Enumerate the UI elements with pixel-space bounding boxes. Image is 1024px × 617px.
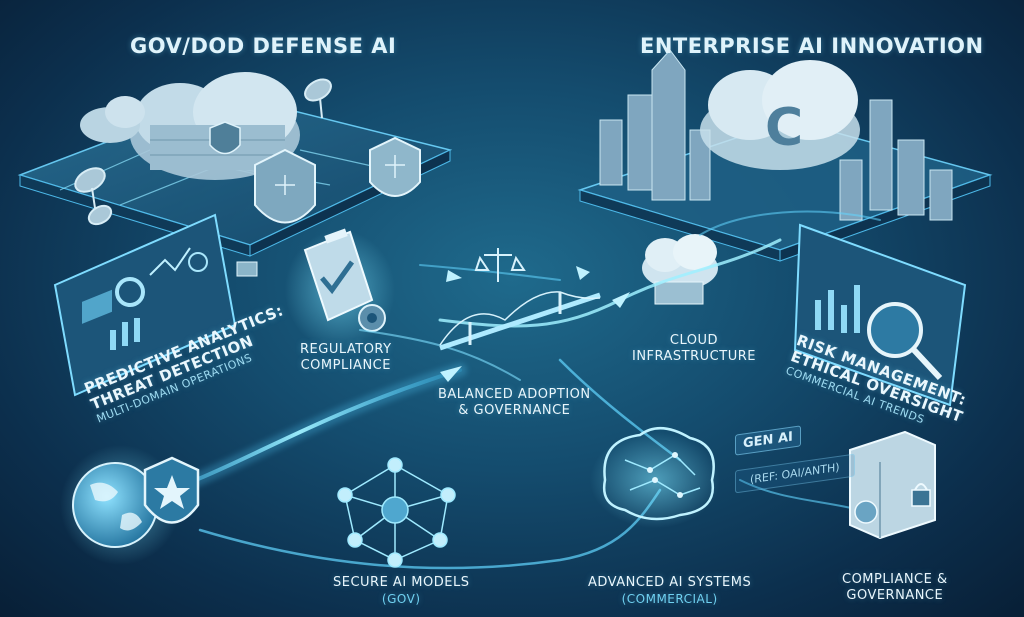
- satellite-dish-icon: [74, 78, 332, 226]
- gear-icon: [358, 304, 386, 332]
- chip-icon: [236, 261, 258, 277]
- shield-circuit-icon: [254, 136, 421, 224]
- cloud-line-1: CLOUD: [669, 333, 719, 348]
- cloud-c-logo-icon: C: [700, 60, 860, 170]
- cloud-server-icon: [642, 234, 718, 305]
- regulatory-line-2: COMPLIANCE: [300, 358, 391, 373]
- small-cloud-icon: [80, 96, 145, 143]
- magnifier-brain-icon: [793, 223, 967, 407]
- balanced-line-2: & GOVERNANCE: [458, 403, 571, 418]
- dashboard-chart-icon: [53, 213, 237, 397]
- secure-models-title: SECURE AI MODELS: [333, 575, 470, 590]
- svg-text:C: C: [765, 98, 803, 158]
- balanced-adoption-label: BALANCED ADOPTION & GOVERNANCE: [438, 387, 591, 419]
- globe-shield-icon: [60, 445, 200, 565]
- cloud-shield-icon: [130, 72, 300, 180]
- balanced-line-1: BALANCED ADOPTION: [438, 387, 591, 402]
- scales-icon: [474, 248, 526, 282]
- advanced-title: ADVANCED AI SYSTEMS: [588, 575, 752, 590]
- secure-models-sub: (GOV): [381, 592, 421, 606]
- advanced-sub: (COMMERCIAL): [621, 592, 718, 606]
- secure-ai-models-label: SECURE AI MODELS (GOV): [333, 575, 469, 607]
- left-header: GOV/DoD DEFENSE AI: [130, 34, 397, 58]
- cloud-infrastructure-label: CLOUD INFRASTRUCTURE: [632, 333, 756, 365]
- bridge-icon: [439, 291, 601, 351]
- clipboard-check-icon: [285, 228, 395, 350]
- right-header: ENTERPRISE AI INNOVATION: [640, 34, 984, 58]
- regulatory-line-1: REGULATORY: [300, 342, 392, 357]
- city-skyline-icon: [577, 49, 993, 262]
- flow-arrows: [440, 266, 630, 382]
- book-lock-icon: [849, 430, 936, 540]
- compliance-line-1: COMPLIANCE &: [842, 572, 948, 587]
- cloud-line-2: INFRASTRUCTURE: [632, 349, 756, 364]
- advanced-ai-systems-label: ADVANCED AI SYSTEMS (COMMERCIAL): [588, 575, 751, 607]
- compliance-governance-label: COMPLIANCE & GOVERNANCE: [842, 572, 948, 604]
- brain-circuit-icon: [590, 427, 720, 528]
- neural-network-icon: [337, 457, 456, 568]
- compliance-line-2: GOVERNANCE: [846, 588, 944, 603]
- regulatory-compliance-label: REGULATORY COMPLIANCE: [300, 342, 392, 374]
